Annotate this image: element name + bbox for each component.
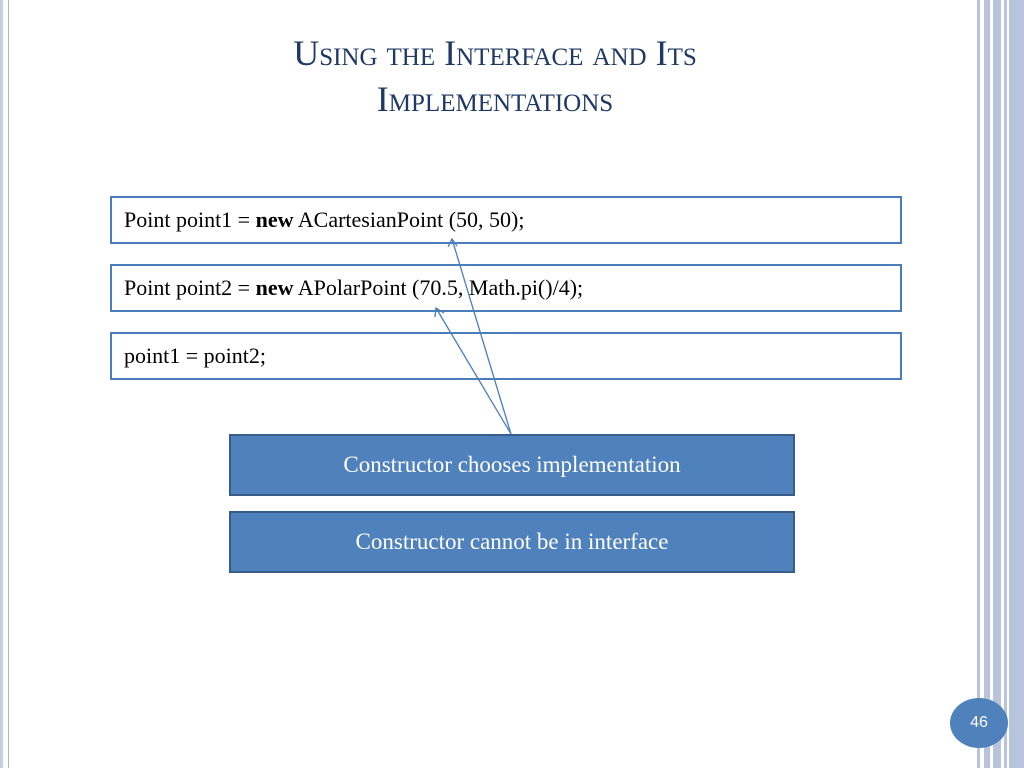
code-keyword: new [255, 207, 294, 232]
code-text: APolarPoint (70.5, Math.pi()/4); [293, 275, 584, 300]
right-stripe [977, 0, 980, 768]
note-constructor-interface: Constructor cannot be in interface [229, 511, 795, 573]
slide-title-line-1: Using the Interface and Its [293, 33, 697, 73]
slide-title-line-2: Implementations [376, 79, 614, 119]
right-stripe [984, 0, 990, 768]
right-stripe [1009, 0, 1024, 768]
note-constructor-chooses: Constructor chooses implementation [229, 434, 795, 496]
code-text: ACartesianPoint (50, 50); [293, 207, 525, 232]
code-text: Point point2 = [124, 275, 256, 300]
code-line-box: point1 = point2; [110, 332, 902, 380]
slide-title: Using the Interface and Its Implementati… [80, 30, 910, 122]
page-number-badge: 46 [950, 698, 1008, 748]
left-border-line-inner [8, 0, 9, 768]
code-line-box: Point point2 = new APolarPoint (70.5, Ma… [110, 264, 902, 312]
left-border-line [0, 0, 3, 768]
right-stripe [1004, 0, 1007, 768]
right-stripe [993, 0, 1001, 768]
code-line-box: Point point1 = new ACartesianPoint (50, … [110, 196, 902, 244]
code-keyword: new [255, 275, 294, 300]
code-text: point1 = point2; [124, 343, 266, 368]
code-text: Point point1 = [124, 207, 256, 232]
